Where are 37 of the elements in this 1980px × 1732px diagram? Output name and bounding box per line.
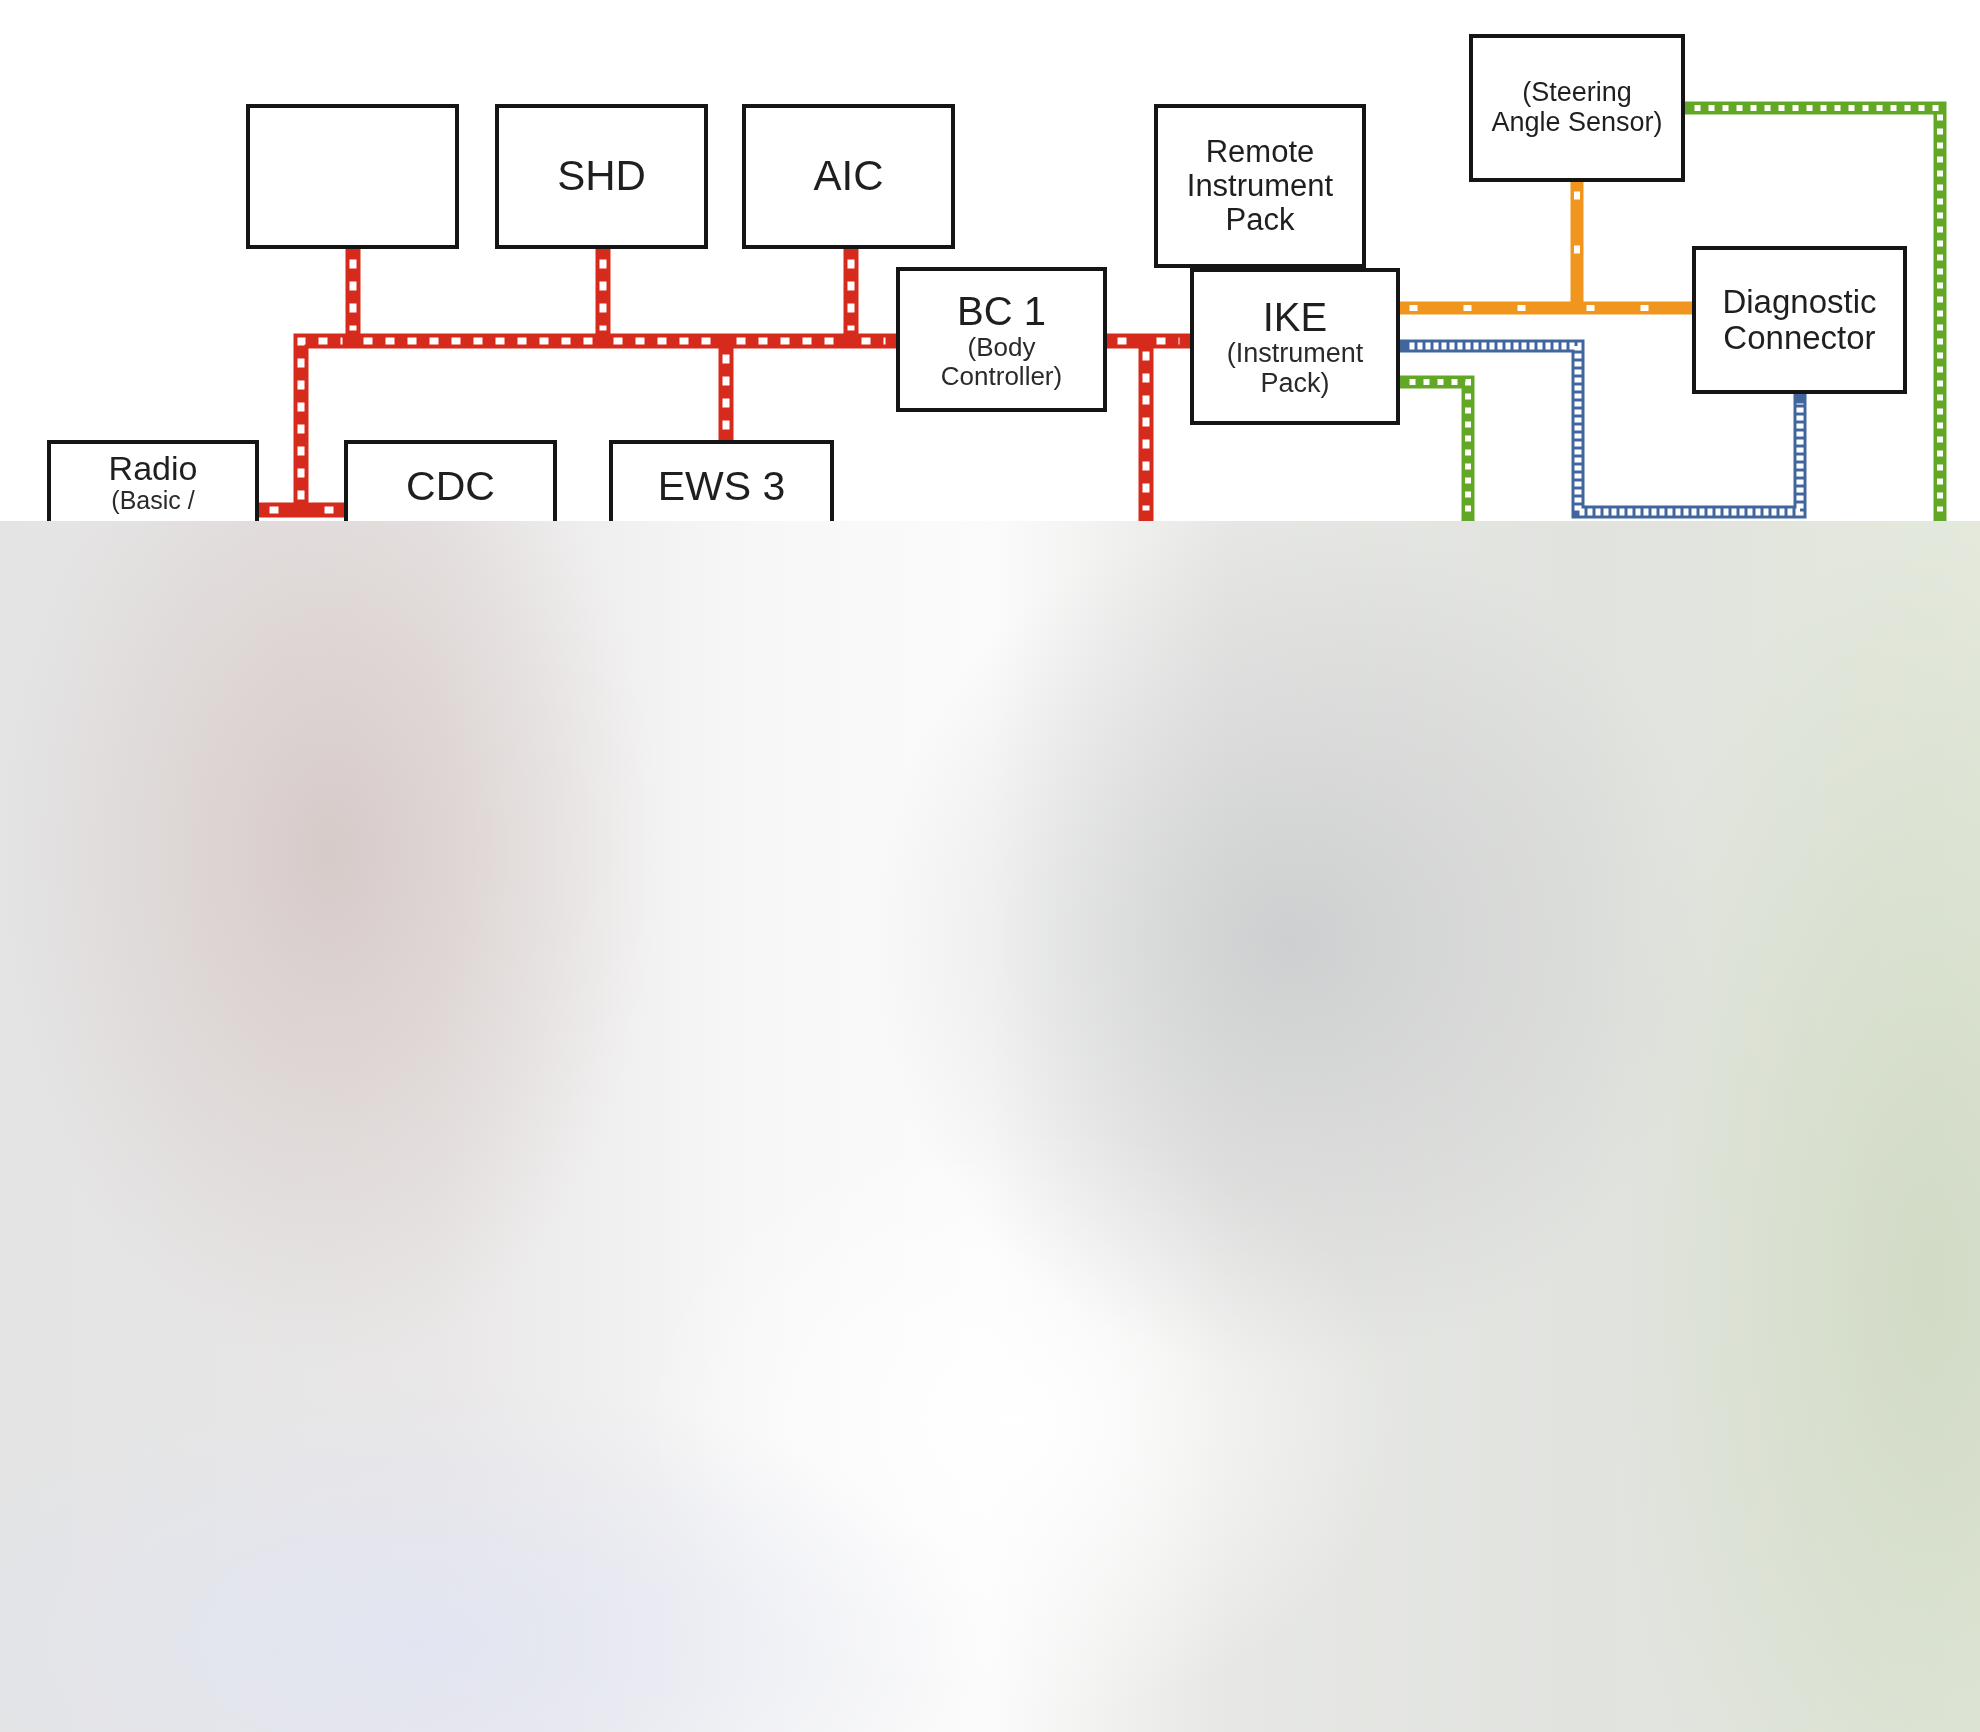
bus-line xyxy=(1400,301,1577,315)
module-box xyxy=(896,267,1107,412)
bus-line xyxy=(726,333,851,349)
module-box xyxy=(495,104,708,249)
module-description: (Instrument Pack) xyxy=(1225,338,1365,399)
module-label: SHD xyxy=(557,153,646,200)
module-box xyxy=(609,440,834,521)
module-label: BC 1 xyxy=(957,288,1046,333)
module-description: (Body Controller) xyxy=(939,332,1064,391)
bus-line xyxy=(301,502,344,518)
module-box xyxy=(1190,268,1400,425)
bus-line xyxy=(603,333,726,349)
module-label: Remote Instrument Pack xyxy=(1185,134,1335,238)
bus-line xyxy=(1400,339,1807,519)
module-label: EWS 3 xyxy=(657,464,786,510)
module-label: Diagnostic Connector xyxy=(1721,283,1878,357)
module-box xyxy=(344,440,557,521)
module-label: (Steering Angle Sensor) xyxy=(1490,78,1664,138)
module-box xyxy=(47,440,259,521)
bus-line xyxy=(1146,333,1190,349)
bus-line xyxy=(353,333,603,349)
module-label: Radio xyxy=(108,450,198,488)
module-box xyxy=(1469,34,1685,182)
module-description: (Basic / xyxy=(111,487,195,515)
bus-line xyxy=(1107,333,1146,349)
module-box xyxy=(1154,104,1366,268)
bus-line xyxy=(1685,101,1947,521)
module-label: CDC xyxy=(406,464,495,510)
module-box xyxy=(246,104,459,249)
bus-line xyxy=(1577,301,1692,315)
bus-line xyxy=(1400,375,1475,521)
module-label: AIC xyxy=(813,153,884,200)
bus-line xyxy=(851,333,896,349)
module-label: IKE xyxy=(1262,294,1328,339)
bus-line xyxy=(259,502,301,518)
module-box xyxy=(1692,246,1907,394)
module-box xyxy=(742,104,955,249)
